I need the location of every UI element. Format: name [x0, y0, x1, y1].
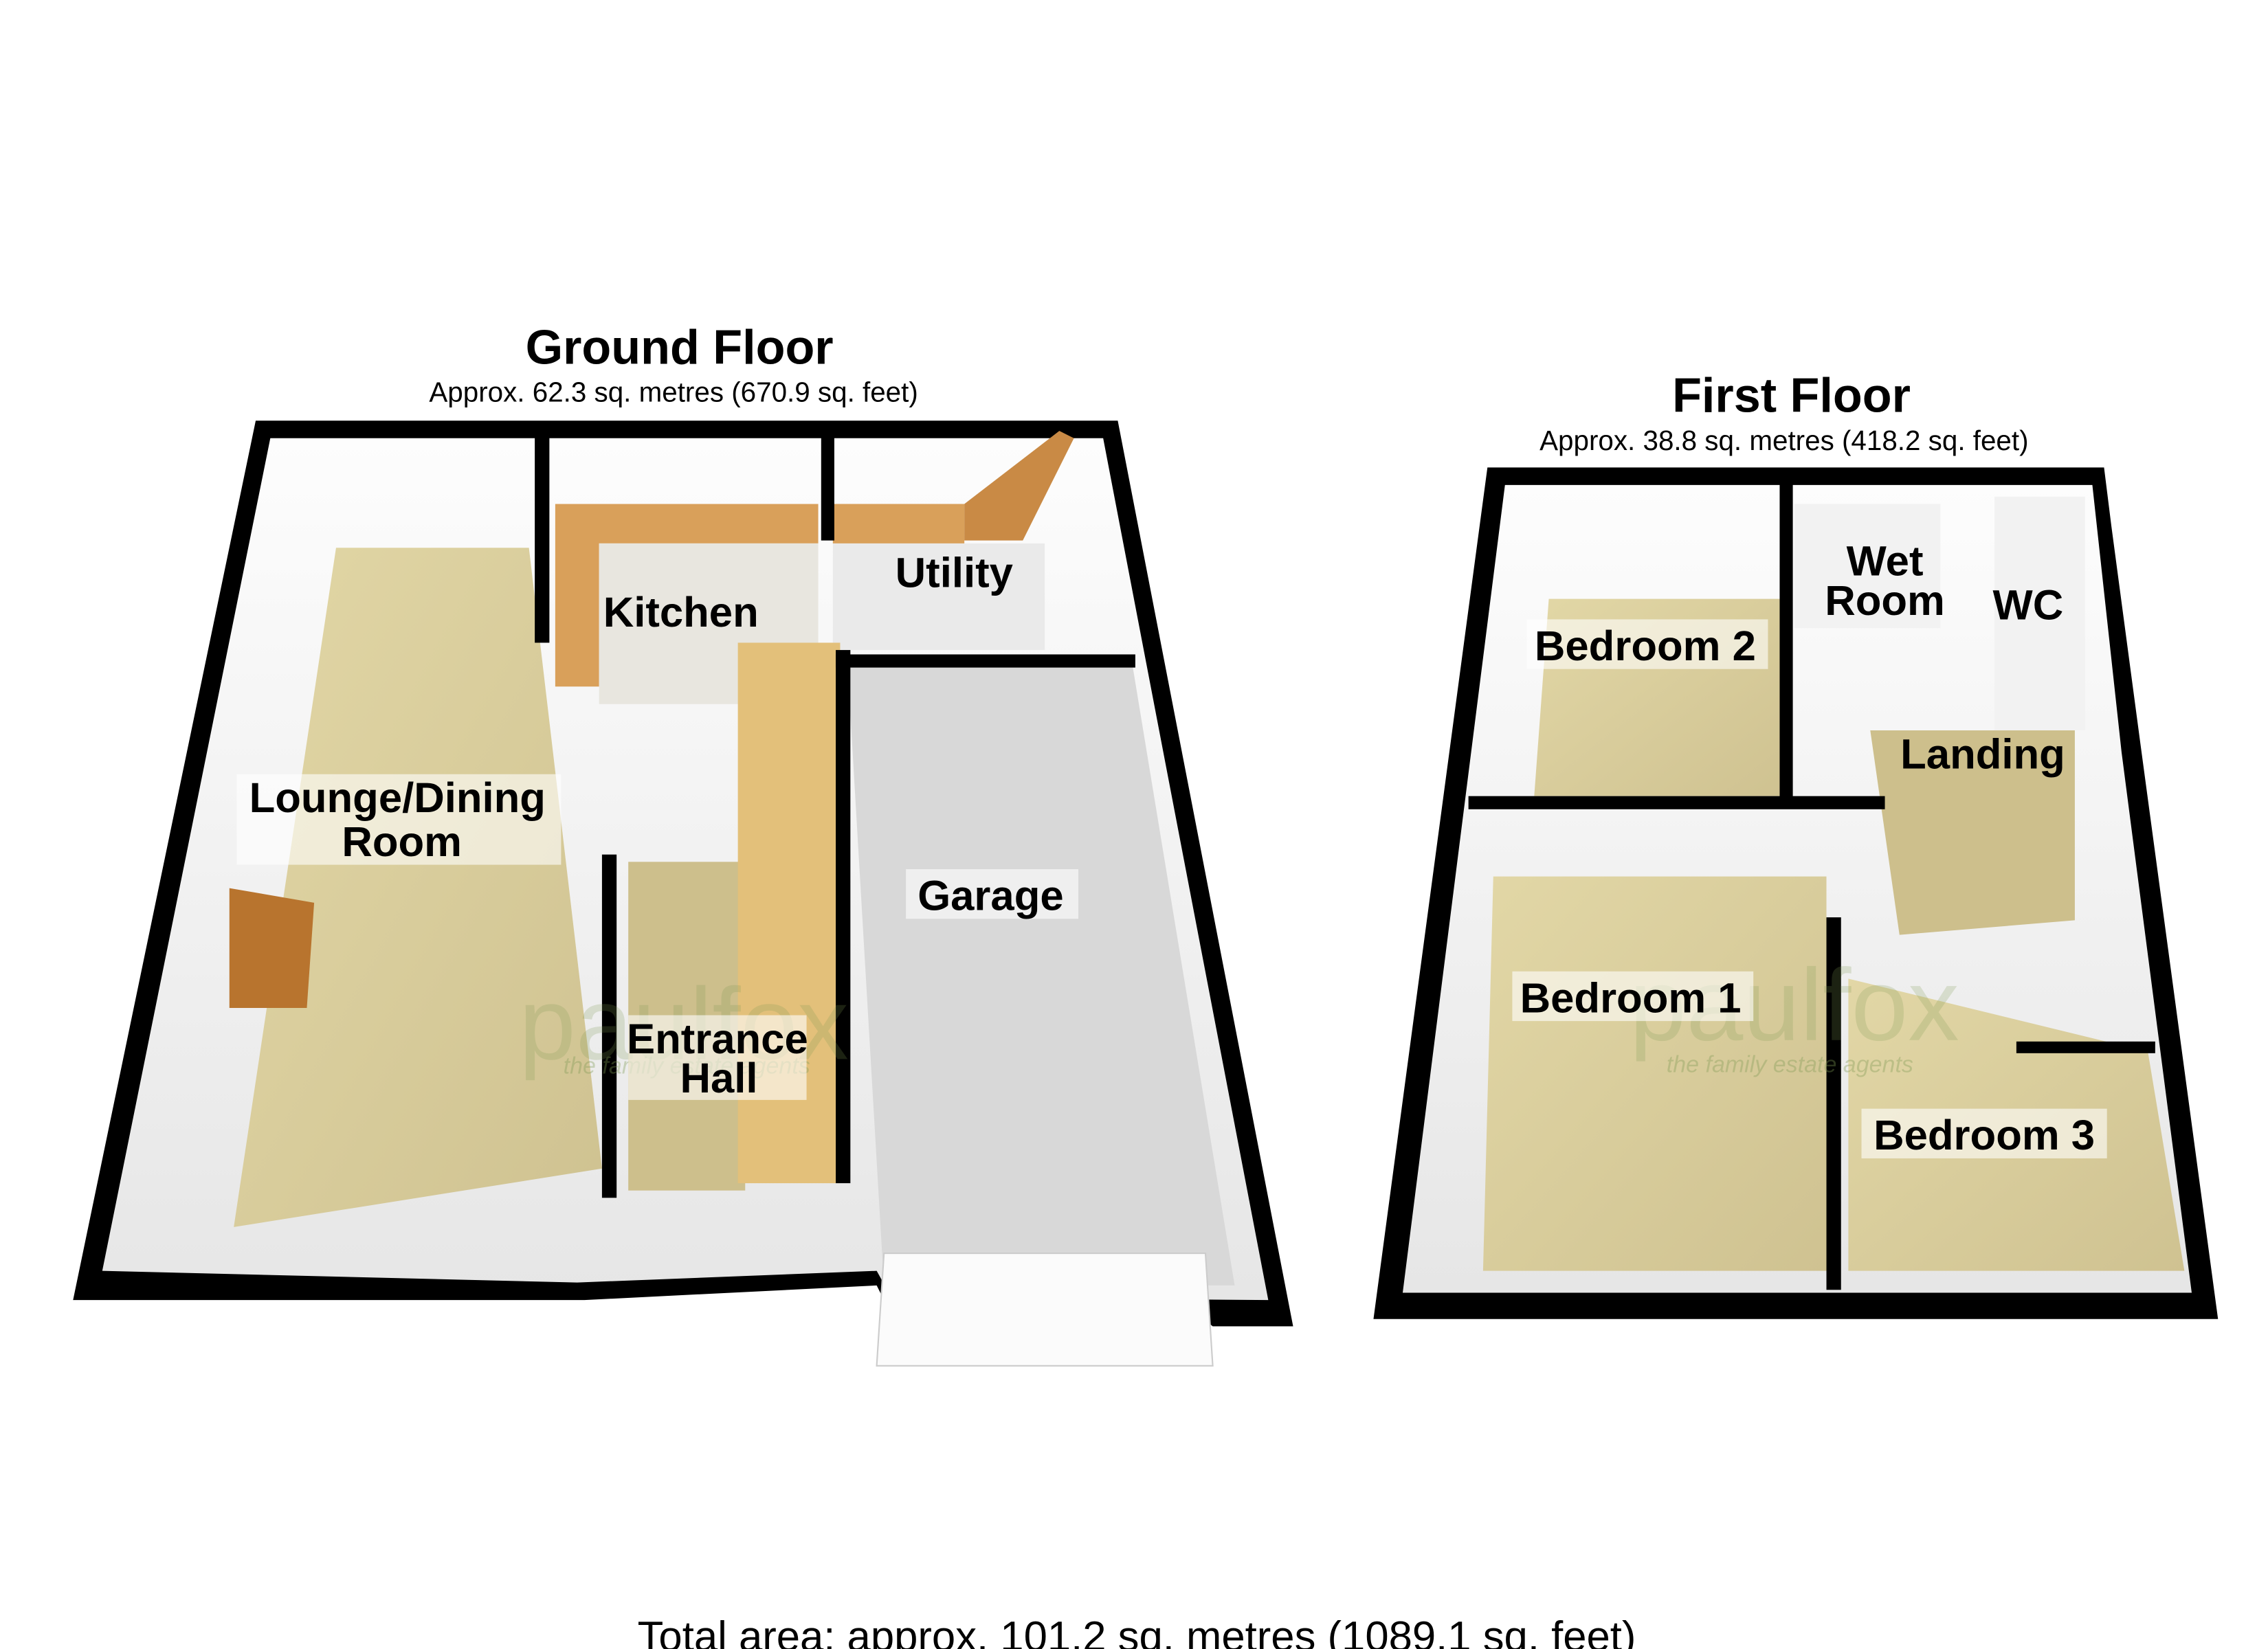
wc-floor [1994, 496, 2085, 730]
room-label-wc: WC [1993, 581, 2064, 629]
wall-hall-left [601, 854, 617, 1198]
wall-garage-left [836, 650, 851, 1184]
room-label-garage: Garage [918, 872, 1063, 919]
ground-floor-plan [73, 420, 1293, 1367]
room-label-kitchen: Kitchen [603, 589, 759, 636]
room-label-landing: Landing [1900, 730, 2065, 778]
room-label-entrance-hall-2: Hall [680, 1055, 757, 1102]
wall-bed2-wet [1779, 474, 1793, 804]
ground-floor-title: Ground Floor [526, 319, 834, 374]
wall-bed1-bed3 [1826, 917, 1841, 1290]
wall-kitchen-lounge [535, 423, 550, 643]
fireplace [229, 888, 315, 1008]
room-label-bedroom1: Bedroom 1 [1520, 974, 1742, 1022]
wall-bed2-bed1 [1468, 796, 1885, 809]
landing-floor [1870, 730, 2075, 935]
room-label-wet-room-2: Room [1825, 577, 1945, 625]
utility-door [964, 431, 1074, 541]
ground-floor-area: Approx. 62.3 sq. metres (670.9 sq. feet) [429, 377, 918, 408]
first-floor-plan [1373, 467, 2219, 1319]
utility-worktop [832, 504, 965, 543]
utility-floor [832, 543, 1045, 651]
total-area: Total area: approx. 101.2 sq. metres (10… [638, 1613, 1636, 1649]
room-label-entrance-hall: Entrance [627, 1016, 808, 1063]
garage-door [876, 1253, 1214, 1367]
room-labels: Lounge/Dining Room Kitchen Utility Garag… [236, 538, 2107, 1159]
room-label-wet-room: Wet [1847, 538, 1924, 585]
room-label-bedroom3: Bedroom 3 [1874, 1112, 2095, 1159]
wet-room-floor [1794, 504, 1941, 629]
first-floor-title: First Floor [1672, 368, 1911, 423]
wall-bed3-top [2016, 1041, 2155, 1053]
kitchen-worktop [555, 504, 819, 687]
first-floor-area: Approx. 38.8 sq. metres (418.2 sq. feet) [1539, 425, 2028, 456]
room-label-lounge-2: Room [342, 818, 462, 866]
wall-utility-left [821, 423, 834, 541]
room-label-bedroom2: Bedroom 2 [1535, 622, 1756, 670]
garage-floor [847, 664, 1235, 1286]
room-label-lounge: Lounge/Dining [249, 774, 546, 822]
svg-text:the family estate agents: the family estate agents [1667, 1051, 1913, 1077]
room-label-utility: Utility [896, 550, 1013, 597]
lounge-floor [234, 548, 602, 1227]
wall-garage-top [836, 654, 1135, 668]
